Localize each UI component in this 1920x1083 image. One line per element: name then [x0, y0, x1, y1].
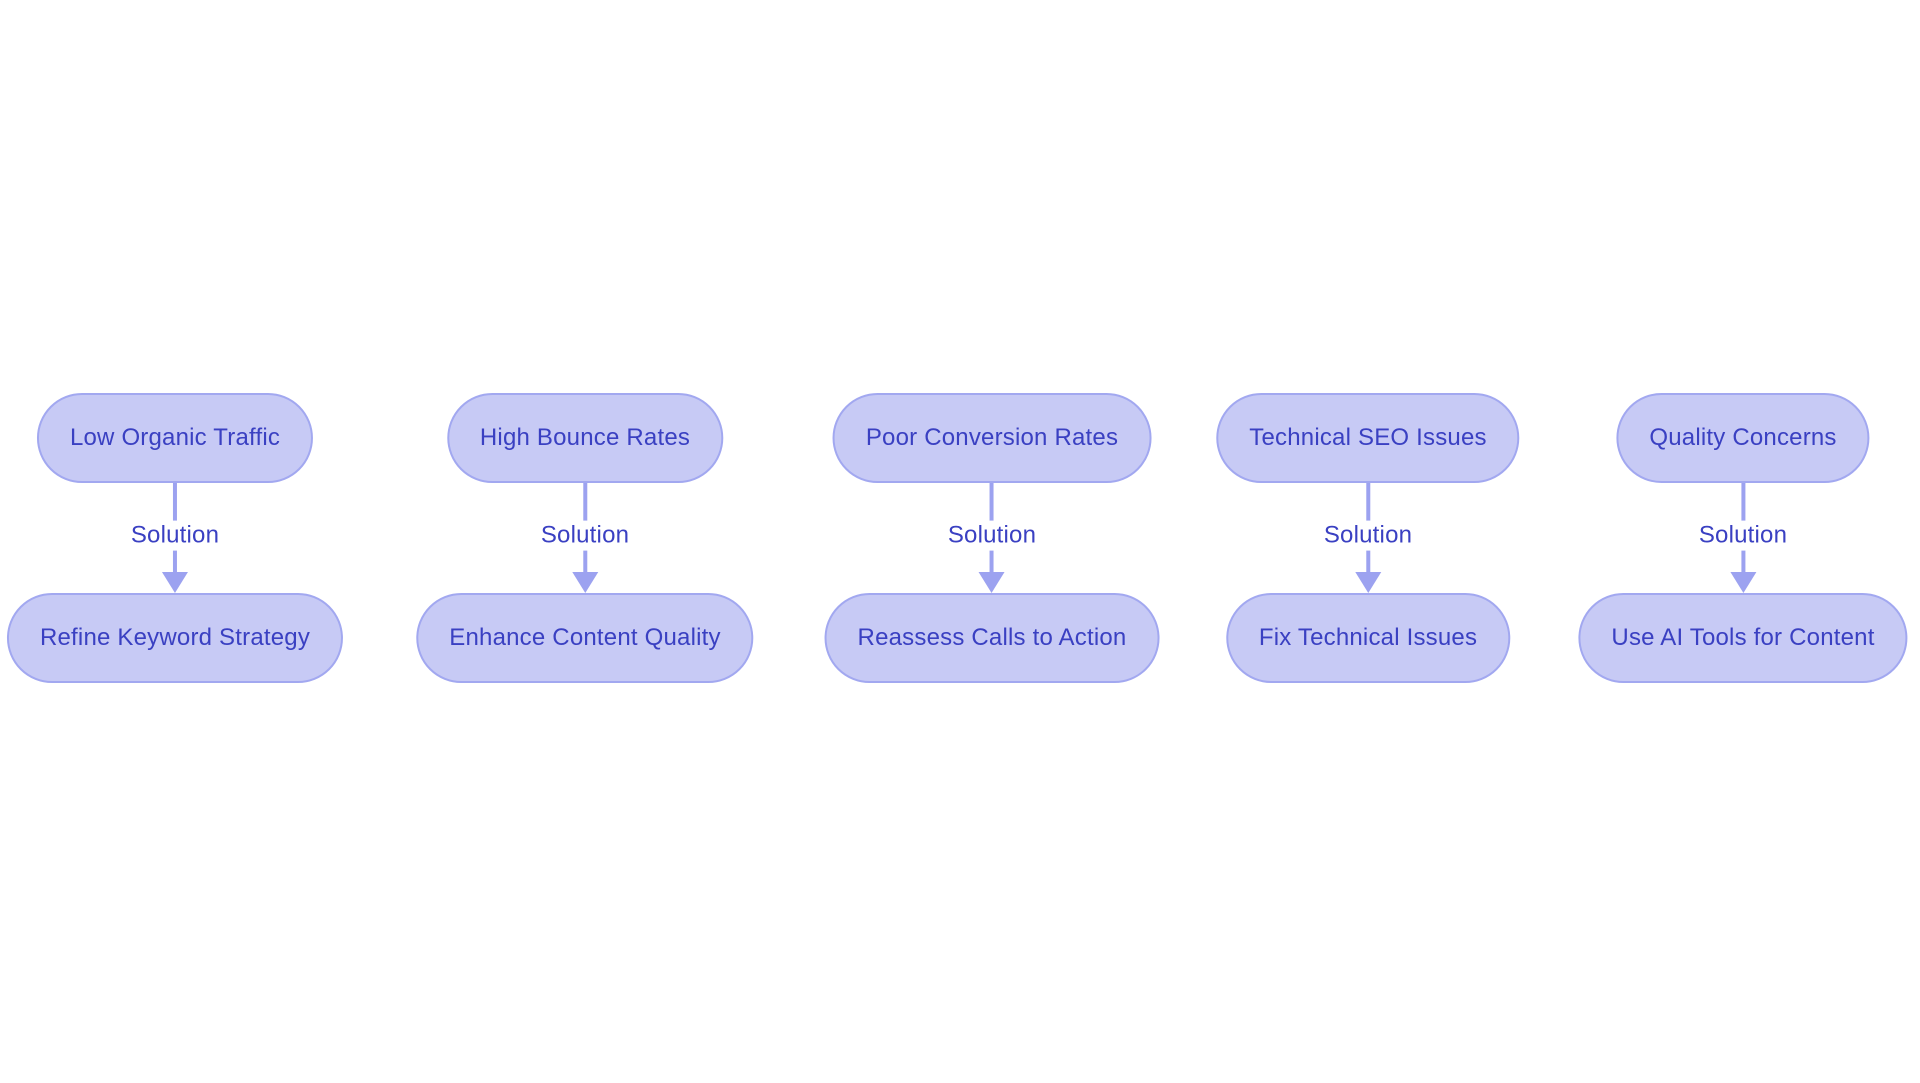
- edge-label: Solution: [535, 520, 635, 551]
- arrowhead-down-icon: [572, 572, 598, 593]
- problem-node: High Bounce Rates: [446, 393, 724, 483]
- connector: Solution: [1258, 483, 1478, 593]
- arrowhead-down-icon: [1355, 572, 1381, 593]
- problem-node: Poor Conversion Rates: [832, 393, 1152, 483]
- edge-label: Solution: [942, 520, 1042, 551]
- connector: Solution: [882, 483, 1102, 593]
- flow-column-technical-seo-issues: Technical SEO Issues Solution Fix Techni…: [1216, 393, 1520, 683]
- solution-node: Refine Keyword Strategy: [6, 593, 344, 683]
- problem-node: Low Organic Traffic: [36, 393, 314, 483]
- arrowhead-down-icon: [1729, 572, 1756, 593]
- flow-column-quality-concerns: Quality Concerns Solution Use AI Tools f…: [1578, 393, 1908, 683]
- problem-node: Technical SEO Issues: [1216, 393, 1520, 483]
- edge-label: Solution: [1318, 520, 1418, 551]
- flow-column-high-bounce-rates: High Bounce Rates Solution Enhance Conte…: [416, 393, 754, 683]
- connector: Solution: [475, 483, 695, 593]
- edge-label: Solution: [1693, 520, 1793, 551]
- problem-node: Quality Concerns: [1616, 393, 1870, 483]
- edge-label: Solution: [125, 520, 225, 551]
- solution-node: Enhance Content Quality: [416, 593, 754, 683]
- flow-column-low-organic-traffic: Low Organic Traffic Solution Refine Keyw…: [6, 393, 344, 683]
- solution-node: Use AI Tools for Content: [1578, 593, 1908, 683]
- arrowhead-down-icon: [161, 572, 188, 593]
- connector: Solution: [65, 483, 285, 593]
- solution-node: Reassess Calls to Action: [824, 593, 1160, 683]
- flow-column-poor-conversion-rates: Poor Conversion Rates Solution Reassess …: [824, 393, 1160, 683]
- solution-node: Fix Technical Issues: [1225, 593, 1511, 683]
- connector: Solution: [1633, 483, 1853, 593]
- arrowhead-down-icon: [978, 572, 1005, 593]
